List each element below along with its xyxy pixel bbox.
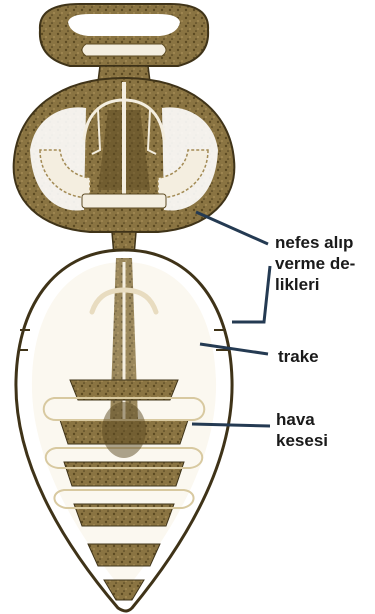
spiracles-leader-lower — [232, 266, 270, 322]
abdomen — [16, 250, 232, 611]
spiracles-label: nefes alıp verme de- likleri — [275, 232, 355, 295]
air-sac-leader — [192, 424, 270, 426]
spiracles-leader-upper — [196, 212, 268, 244]
air-sac-label: hava kesesi — [276, 409, 328, 451]
head — [40, 4, 208, 66]
trachea-label: trake — [278, 346, 319, 367]
thorax — [14, 78, 235, 232]
